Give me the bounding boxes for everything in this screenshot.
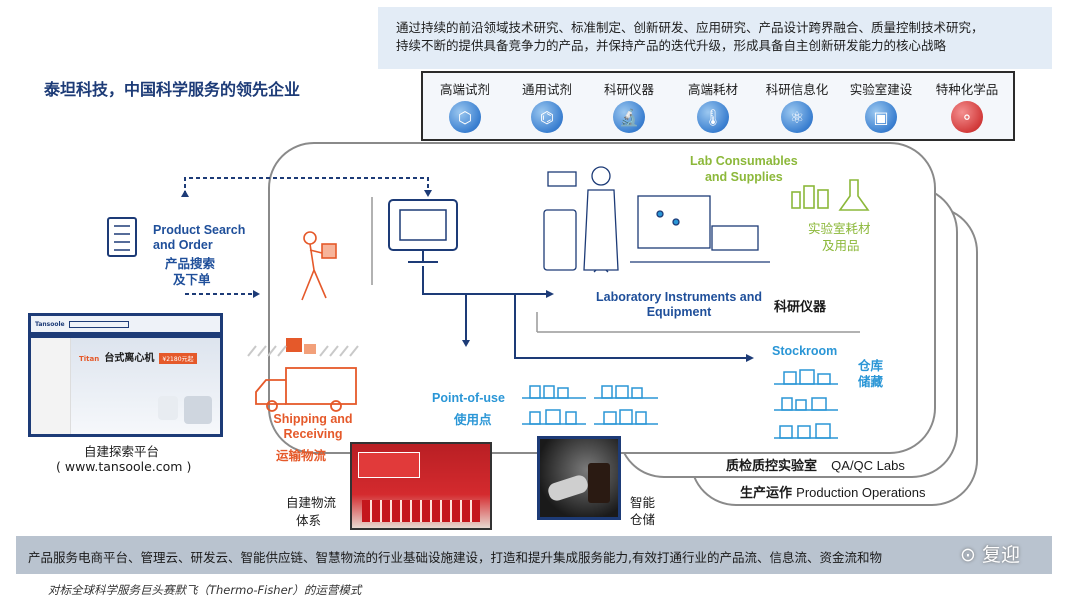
logistics-team-photo: [350, 442, 492, 530]
category-label: 高端耗材: [687, 82, 738, 97]
box-icon: [304, 344, 316, 354]
platform-label: 自建探索平台: [84, 444, 160, 459]
product-search-cn-label: 产品搜索 及下单: [165, 256, 216, 287]
category-label: 通用试剂: [521, 82, 572, 97]
wechat-watermark: ⊙ 复迎: [960, 544, 1020, 566]
smart-storage-photo: [537, 436, 621, 520]
arrowhead: [253, 290, 260, 298]
shipping-label: Shipping and Receiving: [273, 412, 353, 441]
strategy-line-1: 通过持续的前沿领域技术研究、标准制定、创新研发、应用研究、产品设计跨界融合、质量…: [396, 20, 984, 35]
platform-url: ( www.tansoole.com ): [56, 459, 192, 474]
point-of-use-label: Point-of-use: [432, 391, 505, 405]
strategy-box: 通过持续的前沿领域技术研究、标准制定、创新研发、应用研究、产品设计跨界融合、质量…: [378, 7, 1052, 69]
figure-caption: 对标全球科学服务巨头赛默飞（Thermo-Fisher）的运营模式: [48, 583, 362, 597]
instruments-label: Laboratory Instruments and Equipment: [596, 290, 762, 319]
category-label: 实验室建设: [849, 82, 913, 97]
stockroom-shelves-icon: [774, 369, 838, 439]
molecule-icon: ⚬: [951, 101, 983, 133]
site-search-bar: [68, 320, 129, 328]
atom-icon: ⚛: [781, 101, 813, 133]
category-item: 特种化学品 ⚬: [927, 79, 1007, 133]
box-icon: [286, 338, 302, 352]
category-label: 科研仪器: [603, 82, 654, 97]
arrowhead: [181, 190, 189, 197]
category-item: 通用试剂 ⌬: [507, 79, 587, 133]
category-item: 高端试剂 ⬡: [425, 79, 505, 133]
bottom-band: 产品服务电商平台、管理云、研发云、智能供应链、智慧物流的行业基础设施建设，打造和…: [16, 536, 1052, 574]
lab-equipment-icon: [543, 171, 770, 271]
consumables-cn-label: 实验室耗材 及用品: [808, 221, 871, 253]
category-item: 科研仪器 🔬: [589, 79, 669, 133]
point-of-use-shelves-icon: [522, 385, 658, 425]
flow-arrow: [184, 177, 429, 195]
stockroom-label: Stockroom: [772, 344, 838, 358]
consumables-icon: [791, 179, 870, 211]
logistics-label: 自建物流 体系: [286, 495, 337, 528]
site-sidebar: [31, 338, 71, 434]
category-label: 高端试剂: [439, 82, 490, 97]
consumables-label: Lab Consumables and Supplies: [690, 154, 798, 184]
truck-icon: [255, 367, 357, 412]
category-box: 高端试剂 ⬡ 通用试剂 ⌬ 科研仪器 🔬 高端耗材 🌡 科研信息化 ⚛ 实验室建…: [421, 71, 1015, 141]
smart-storage-label: 智能 仓储: [630, 495, 656, 527]
site-logo: Tansoole: [35, 320, 65, 328]
arrowhead: [424, 190, 432, 197]
cube-icon: ▣: [865, 101, 897, 133]
instruments-cn-label: 科研仪器: [774, 300, 827, 315]
stockroom-cn-label: 仓库 储藏: [858, 358, 884, 389]
operations-frame: [268, 142, 936, 454]
category-label: 科研信息化: [765, 82, 829, 97]
product-search-label: Product Search and Order: [153, 223, 246, 252]
thermometer-icon: 🌡: [697, 101, 729, 133]
category-label: 特种化学品: [935, 82, 999, 97]
category-item: 科研信息化 ⚛: [757, 79, 837, 133]
delivery-person-icon: [301, 231, 337, 301]
strategy-line-2: 持续不断的提供具备竞争力的产品，并保持产品的迭代升级，形成具备自主创新研发能力的…: [396, 38, 947, 53]
company-title: 泰坦科技，中国科学服务的领先企业: [44, 80, 301, 99]
site-banner: Titan 台式离心机 ¥2180元起: [71, 338, 220, 434]
shipping-cn-label: 运输物流: [276, 448, 327, 463]
qaqc-label: 质检质控实验室 QA/QC Labs: [726, 458, 905, 474]
category-item: 实验室建设 ▣: [841, 79, 921, 133]
production-label: 生产运作 Production Operations: [740, 485, 926, 501]
conveyor-stripes: [247, 345, 359, 357]
website-screenshot: Tansoole Titan 台式离心机 ¥2180元起: [28, 313, 223, 437]
site-nav-bar: [31, 332, 220, 338]
category-item: 高端耗材 🌡: [673, 79, 753, 133]
hexagon-molecule-icon: ⬡: [449, 101, 481, 133]
scientist-icon: [583, 166, 619, 273]
document-icon: [107, 217, 137, 257]
point-of-use-cn-label: 使用点: [454, 412, 492, 427]
flow-arrow: [422, 266, 548, 295]
benzene-ring-icon: ⌬: [531, 101, 563, 133]
microscope-icon: 🔬: [613, 101, 645, 133]
monitor-icon: [388, 199, 458, 251]
flow-arrow: [514, 294, 748, 359]
